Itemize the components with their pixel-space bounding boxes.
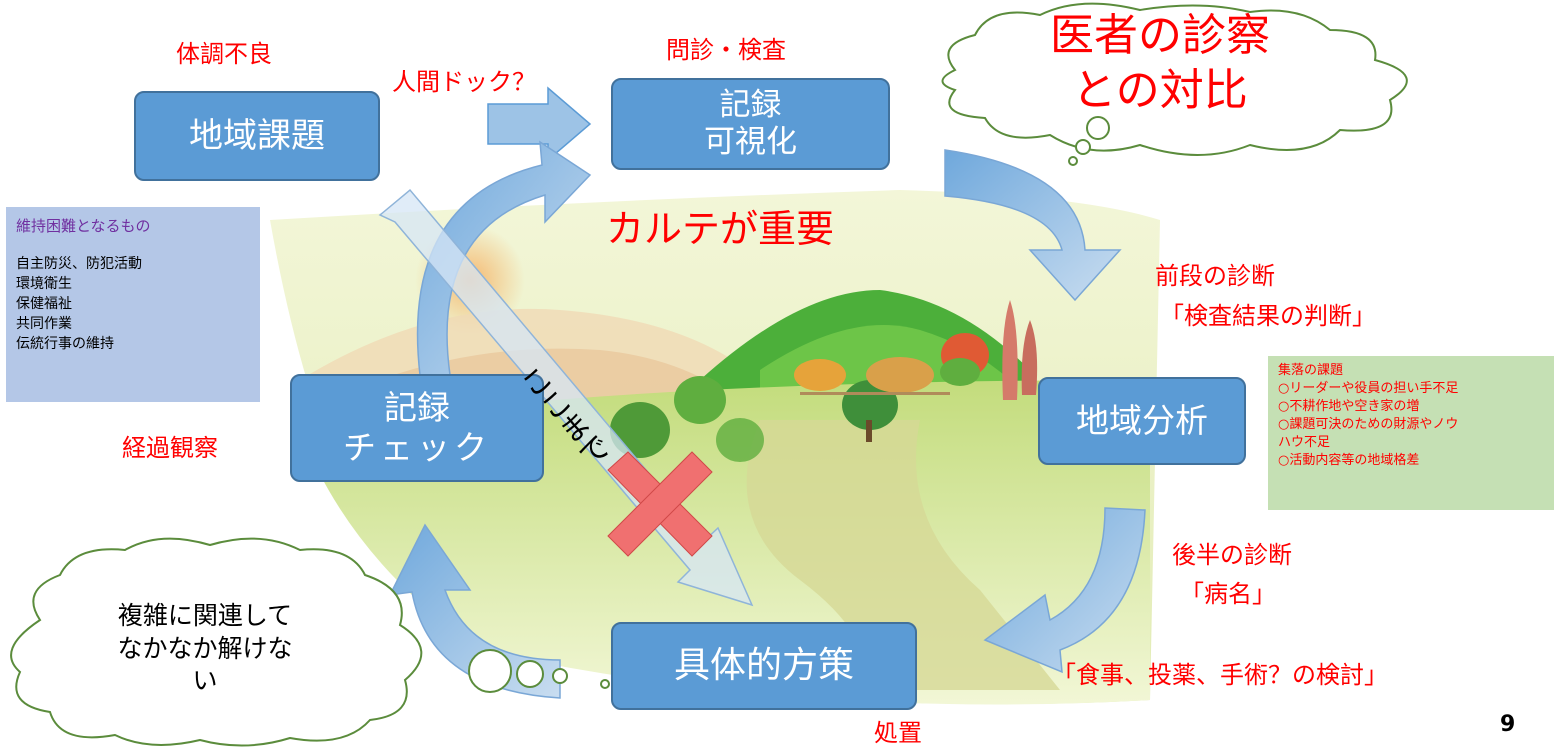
box-kiroku-kashika: 記録 可視化 xyxy=(611,78,890,170)
cloud-top-line-2: との対比 xyxy=(1072,65,1248,116)
panel-item: 伝統行事の維持 xyxy=(16,336,114,352)
box-label: 地域分析 xyxy=(1076,401,1208,441)
cloud-bottom xyxy=(10,537,610,747)
cloud-bottom-line-3: い xyxy=(192,666,218,695)
panel-item: ハウ不足 xyxy=(1278,435,1331,450)
cloud-top xyxy=(941,2,1408,166)
label-keika-kansatsu: 経過観察 xyxy=(122,434,218,462)
panel-item: ○リーダーや役員の担い手不足 xyxy=(1278,381,1459,396)
box-label-line-1: 記録 xyxy=(719,86,782,123)
page-number: 9 xyxy=(1500,712,1516,737)
panel-shuuraku-kadai: 集落の課題 ○リーダーや役員の担い手不足 ○不耕作地や空き家の増 ○課題可決のた… xyxy=(1268,356,1554,510)
label-ningen-dock: 人間ドック？ xyxy=(392,68,536,96)
box-label-line-2: チェック xyxy=(343,428,491,467)
cross-mark xyxy=(607,451,713,557)
box-label: 地域課題 xyxy=(189,115,325,156)
box-label-line-1: 記録 xyxy=(384,388,450,428)
box-label-line-2: 可視化 xyxy=(704,124,797,160)
panel-item: ○活動内容等の地域格差 xyxy=(1278,453,1420,468)
box-chiiki-bunseki: 地域分析 xyxy=(1038,377,1246,465)
label-taichou-furyou: 体調不良 xyxy=(176,40,272,68)
panel-item: ○不耕作地や空き家の増 xyxy=(1278,399,1420,414)
label-karte-juuyou: カルテが重要 xyxy=(606,207,835,251)
label-kouhan-shindan: 後半の診断 xyxy=(1172,541,1292,569)
panel-iji-konnan: 維持困難となるもの 自主防災、防犯活動 環境衛生 保健福祉 共同作業 伝統行事の… xyxy=(6,207,260,402)
panel-item: 共同作業 xyxy=(16,316,72,332)
cloud-bottom-line-2: なかなか解けな xyxy=(117,633,293,663)
panel-title: 維持困難となるもの xyxy=(16,217,151,235)
cloud-top-line-1: 医者の診察 xyxy=(1050,10,1270,61)
panel-item: 自主防災、防犯活動 xyxy=(16,256,142,272)
label-shochi: 処置 xyxy=(874,719,922,747)
box-gutaiteki-housaku: 具体的方策 xyxy=(611,622,917,710)
cloud-bottom-text: 複雑に関連して なかなか解けな い xyxy=(80,600,330,698)
panel-item: 環境衛生 xyxy=(16,276,72,292)
label-monshin-kensa: 問診・検査 xyxy=(666,36,786,64)
box-chiiki-kadai: 地域課題 xyxy=(134,91,380,181)
panel-title: 集落の課題 xyxy=(1278,363,1344,378)
label-kensa-kekka: 「検査結果の判断」 xyxy=(1160,302,1376,330)
box-label: 具体的方策 xyxy=(673,645,854,687)
cloud-bottom-line-1: 複雑に関連して xyxy=(117,601,293,630)
label-byoumei: 「病名」 xyxy=(1180,580,1276,608)
box-kiroku-check: 記録 チェック xyxy=(290,374,544,482)
panel-item: ○課題可決のための財源やノウ xyxy=(1278,417,1459,432)
label-zendan-shindan: 前段の診断 xyxy=(1155,262,1275,290)
label-shokuji: 「食事、投薬、手術？の検討」 xyxy=(1052,661,1388,689)
panel-item: 保健福祉 xyxy=(16,296,72,312)
cloud-top-text: 医者の診察 との対比 xyxy=(1030,8,1290,118)
